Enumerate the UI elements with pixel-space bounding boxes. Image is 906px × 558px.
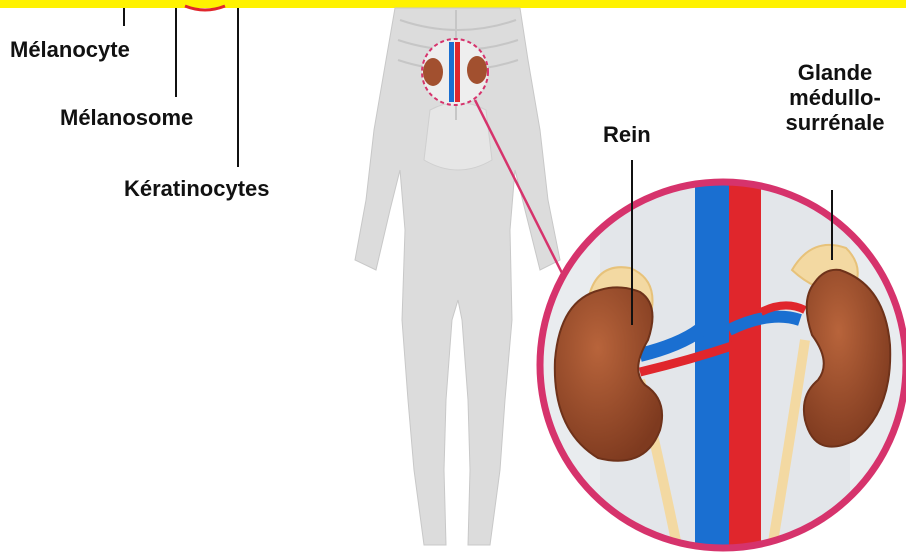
label-keratinocytes: Kératinocytes [124,176,270,201]
label-glande-medullo-surrenale: Glande médullo- surrénale [770,60,900,135]
label-glande-line1: Glande [770,60,900,85]
melanocyte-cell-fragment [185,6,225,10]
label-glande-line3: surrénale [770,110,900,135]
label-rein: Rein [603,122,651,147]
label-melanosome: Mélanosome [60,105,193,130]
vena-cava [695,178,729,558]
label-glande-line2: médullo- [770,85,900,110]
kidney-zoom-view [540,178,906,558]
aorta [729,178,761,558]
kidney-location-marker [422,39,488,105]
label-melanocyte: Mélanocyte [10,37,130,62]
label-leader-lines [124,8,238,167]
